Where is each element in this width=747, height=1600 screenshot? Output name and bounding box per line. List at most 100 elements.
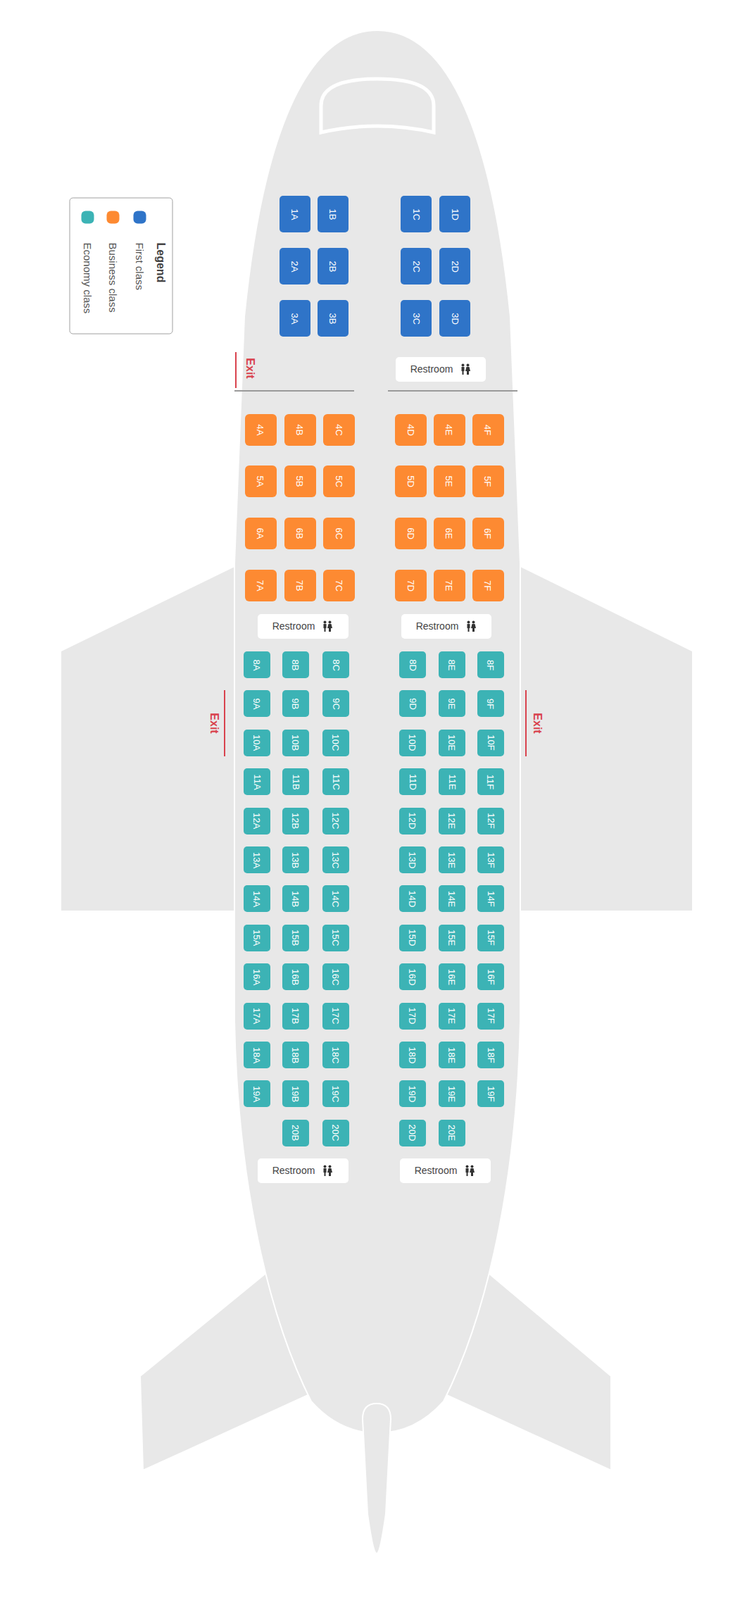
left-wing [61,566,235,911]
seat-box: 14D [399,884,426,912]
seat-box: 13D [399,846,426,874]
seat-number: 5B [295,475,305,487]
seat-box: 20E [438,1119,466,1147]
seat-number: 18C [330,1046,341,1064]
seat-box: 18B [282,1041,310,1069]
seat-number: 6A [256,527,266,539]
seat-box: 4C [323,413,355,446]
seat-number: 9C [331,697,341,710]
restroom-figure [323,1168,327,1176]
seat-number: 17E [447,1007,457,1024]
seat-number: 11C [330,773,341,790]
seat-box: 4A [245,413,277,446]
seat-box: 7C [323,569,355,602]
restroom-label: Restroom [416,620,460,632]
seat-box: 6C [323,517,355,550]
restroom-figure [471,1165,474,1169]
seat-box: 18F [477,1041,505,1069]
seat-number: 8D [408,658,418,671]
restroom-figure [471,623,476,632]
legend-swatch [81,210,95,224]
seat-box: 17F [477,1002,505,1030]
seat-box: 15B [282,924,310,952]
restroom-box: Restroom [257,1158,349,1183]
seat-box: 13C [322,846,350,874]
seat-box: 16E [438,963,466,990]
seat-number: 7C [334,579,344,592]
seat-number: 14F [486,890,496,907]
restroom-figure [466,1165,469,1169]
seat-box: 6D [394,517,427,550]
seat-box: 1C [400,195,432,233]
seat-box: 2C [400,247,432,285]
seat-box: 16D [399,963,426,990]
seat-box: 14E [438,884,466,912]
restroom-figure [466,363,470,367]
seat-box: 17B [282,1002,310,1030]
restroom-box: Restroom [395,356,486,382]
seat-number: 3B [328,312,338,324]
seat-number: 19E [447,1085,457,1102]
legend-title: Legend [154,242,167,283]
cabin-divider [234,390,355,392]
seat-box: 18D [399,1041,426,1069]
seat-number: 19A [252,1085,262,1102]
seat-box: 11B [282,768,310,795]
seat-number: 6E [444,527,455,539]
seat-number: 14B [290,890,300,907]
seat-box: 9D [399,689,426,717]
seat-number: 11B [290,773,300,790]
seat-number: 7F [482,579,493,590]
seat-number: 11E [447,773,457,790]
exit-label: Exit [206,712,220,733]
seat-box: 12D [399,807,426,835]
seat-box: 15D [399,924,426,952]
seat-box: 20B [282,1119,310,1147]
seat-box: 6F [472,517,505,550]
restroom-figure [327,1168,333,1176]
seat-number: 13E [447,851,457,868]
seat-box: 16F [477,963,505,990]
seat-number: 6B [295,527,305,539]
seat-number: 13A [252,851,262,868]
seat-box: 11C [322,768,350,795]
seat-box: 4E [433,413,466,446]
seat-box: 12A [243,807,271,835]
seat-number: 4D [406,423,416,436]
seat-number: 16D [407,968,417,985]
seat-number: 12C [330,812,341,830]
seat-box: 16B [282,963,310,990]
seat-number: 16F [486,968,496,985]
seat-number: 16B [290,968,300,985]
seat-box: 19E [438,1080,466,1107]
seat-box: 17D [399,1002,426,1030]
seat-number: 1A [290,208,300,220]
seat-number: 15B [290,929,300,946]
seat-number: 9D [408,697,418,710]
seat-number: 15E [447,929,457,946]
seat-box: 8C [322,651,350,679]
seat-box: 17C [322,1002,350,1030]
seat-box: 3B [317,299,349,337]
restroom-figure [323,620,327,624]
restroom-figure [461,366,465,375]
seat-number: 7A [256,579,266,591]
seat-number: 19F [486,1085,496,1102]
seat-number: 13F [486,851,496,868]
restroom-icon [321,620,334,632]
seat-box: 11E [438,768,466,795]
seat-number: 9A [252,697,262,709]
seat-number: 13B [290,851,300,868]
restroom-label: Restroom [272,620,316,632]
seat-box: 20C [322,1119,350,1147]
seat-box: 1D [439,195,471,233]
seat-box: 13B [282,846,310,874]
seat-number: 16C [330,968,341,985]
seat-number: 17F [486,1007,496,1023]
seat-number: 20D [407,1124,417,1142]
seat-number: 4A [256,423,266,436]
seat-number: 7D [406,579,416,592]
seat-number: 6C [334,527,344,540]
seat-number: 3D [450,312,460,325]
